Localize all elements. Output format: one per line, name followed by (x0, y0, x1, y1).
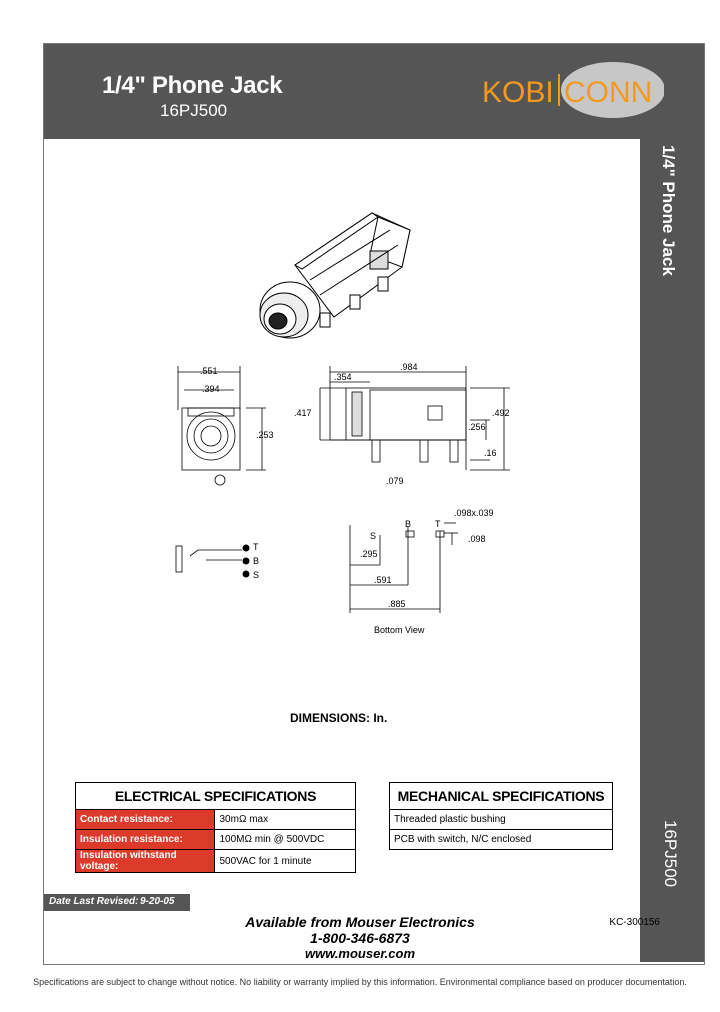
sidebar-title: 1/4" Phone Jack (659, 145, 678, 276)
table-row: Insulation resistance: 100MΩ min @ 500VD… (74, 829, 356, 850)
mechanical-specs-title: MECHANICAL SPECIFICATIONS (389, 782, 613, 810)
mechanical-specs: MECHANICAL SPECIFICATIONS Threaded plast… (389, 782, 613, 850)
sidebar-part-number: 16PJ500 (661, 820, 680, 888)
dim-front-253: .253 (256, 430, 274, 440)
kobiconn-logo: KOBI CONN (482, 62, 664, 118)
bottom-view-caption: Bottom View (374, 625, 425, 635)
bottom-view-drawing: S B T .098x.039 .098 .295 .591 .885 Bott… (349, 508, 494, 635)
part-number: 16PJ500 (160, 101, 228, 120)
dim-front-394: .394 (202, 384, 220, 394)
disclaimer: Specifications are subject to change wit… (33, 977, 687, 987)
bottom-t-label: T (435, 519, 441, 529)
spec-label: Insulation withstand voltage: (74, 849, 216, 873)
electrical-specs-title: ELECTRICAL SPECIFICATIONS (75, 782, 356, 810)
table-row: PCB with switch, N/C enclosed (389, 829, 613, 850)
dimensions-label: DIMENSIONS: In. (290, 711, 388, 725)
dim-side-079: .079 (386, 476, 404, 486)
bottom-b-label: B (405, 519, 411, 529)
revised-label: Date Last Revised: (49, 896, 139, 907)
dim-side-256: .256 (468, 422, 486, 432)
schematic-s-label: S (253, 570, 259, 580)
revised-bar (44, 894, 190, 911)
side-view-drawing: .984 .354 .417 .492 .256 .16 .079 (294, 362, 510, 486)
mouser-phone: 1-800-346-6873 (310, 930, 410, 946)
schematic-t-label: T (253, 542, 259, 552)
spec-value: 500VAC for 1 minute (214, 849, 356, 873)
spec-label: Insulation resistance: (74, 829, 216, 850)
logo-text-conn: CONN (564, 76, 652, 109)
spec-label: Contact resistance: (74, 809, 216, 830)
page-frame (43, 43, 705, 965)
dim-bottom-295: .295 (360, 549, 378, 559)
dim-side-354: .354 (334, 372, 352, 382)
table-row: Threaded plastic bushing (389, 809, 613, 830)
table-row: Insulation withstand voltage: 500VAC for… (74, 849, 356, 873)
spec-value: Threaded plastic bushing (389, 809, 613, 830)
electrical-specs: ELECTRICAL SPECIFICATIONS Contact resist… (74, 782, 356, 873)
dim-bottom-098: .098 (468, 534, 486, 544)
front-view-drawing: .551 .394 .253 (177, 366, 274, 486)
product-illustration (259, 212, 411, 339)
dim-side-16: .16 (484, 448, 497, 458)
table-row: Contact resistance: 30mΩ max (74, 809, 356, 830)
schematic-drawing: T B S (175, 542, 259, 580)
mechanical-specs-table: Threaded plastic bushing PCB with switch… (389, 809, 613, 850)
dim-front-551: .551 (200, 366, 218, 376)
side-bar (640, 139, 704, 962)
page-title: 1/4" Phone Jack (102, 72, 283, 99)
dim-bottom-885: .885 (388, 599, 406, 609)
mouser-url[interactable]: www.mouser.com (304, 946, 416, 961)
schematic-b-label: B (253, 556, 259, 566)
dim-side-492: .492 (492, 408, 510, 418)
spec-value: PCB with switch, N/C enclosed (389, 829, 613, 850)
bottom-s-label: S (370, 531, 376, 541)
dim-side-984: .984 (400, 362, 418, 372)
spec-value: 100MΩ min @ 500VDC (214, 829, 356, 850)
dim-side-417: .417 (294, 408, 312, 418)
spec-value: 30mΩ max (214, 809, 356, 830)
logo-text-kobi: KOBI (482, 76, 554, 109)
dim-bottom-098x039: .098x.039 (454, 508, 494, 518)
dim-bottom-591: .591 (374, 575, 392, 585)
revised-date: 9-20-05 (140, 896, 175, 907)
mouser-availability: Available from Mouser Electronics (245, 914, 475, 930)
document-number: KC-300156 (609, 917, 660, 928)
electrical-specs-table: Contact resistance: 30mΩ max Insulation … (74, 809, 356, 873)
